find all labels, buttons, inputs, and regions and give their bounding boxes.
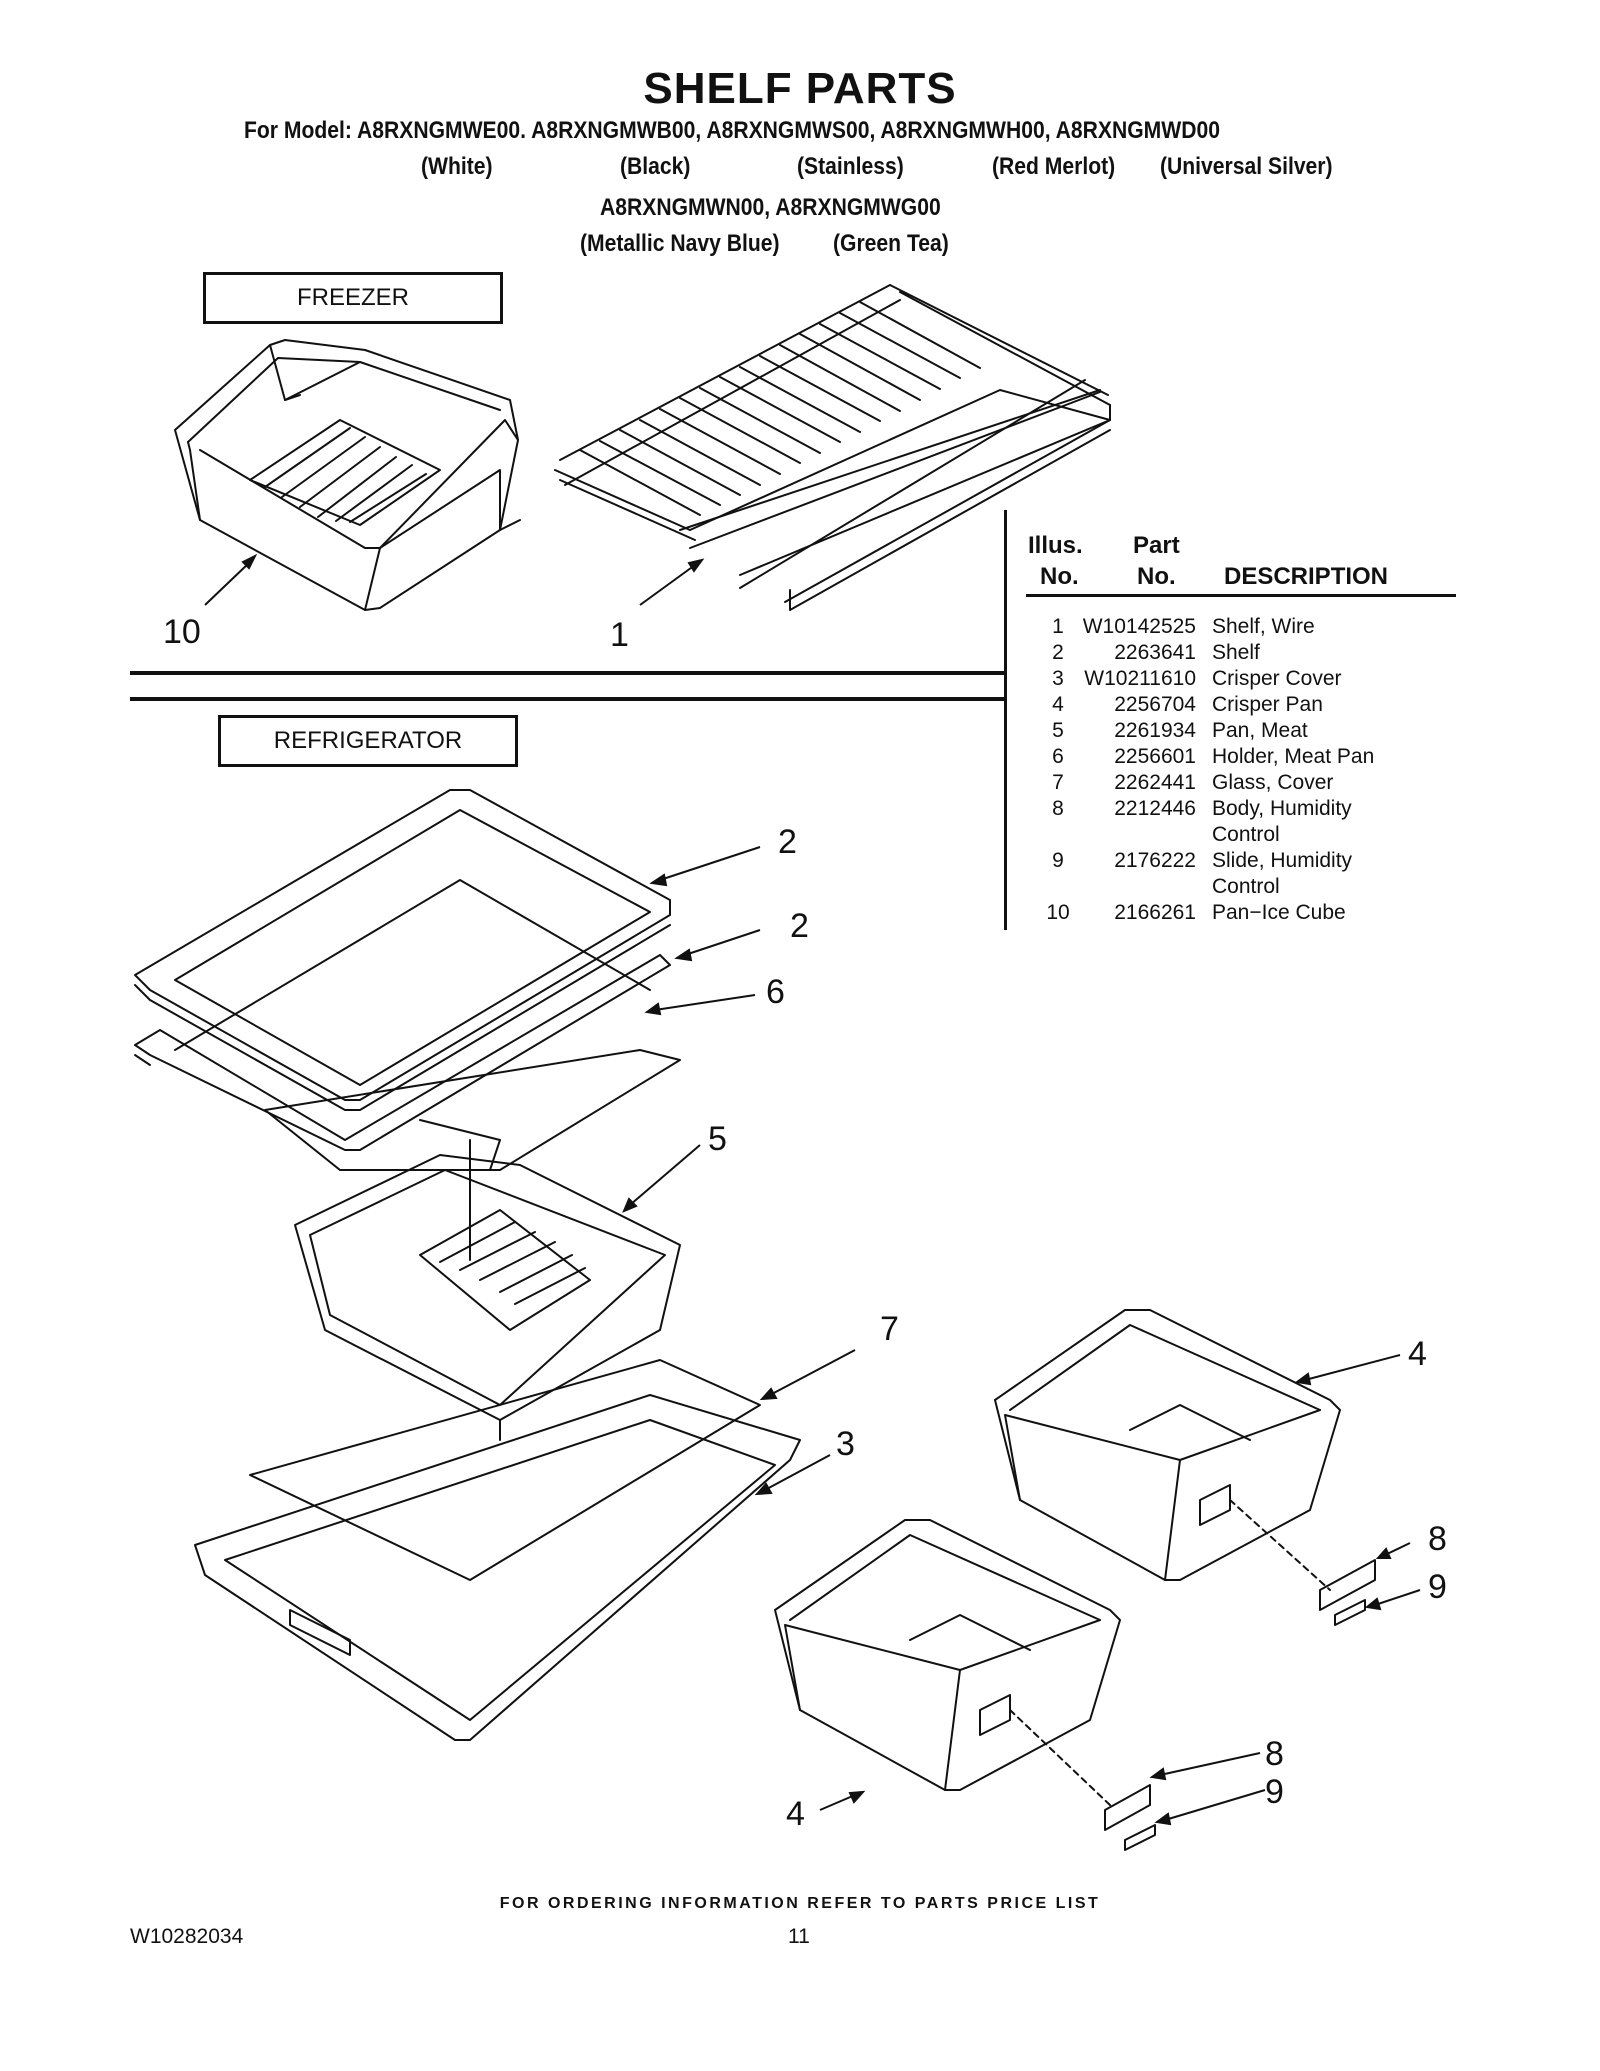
illus-no-cell: 5 [1052, 719, 1064, 742]
callout-7: 7 [880, 1310, 899, 1348]
header-description: DESCRIPTION [1224, 563, 1389, 590]
part-no-cell: 2176222 [1114, 849, 1196, 872]
part-no-cell: 2256704 [1114, 693, 1196, 716]
crisper-pan-left-illustration [774, 1519, 1121, 1791]
humidity-control-right-illustration [1319, 1559, 1376, 1626]
glass-cover-illustration [249, 1359, 761, 1581]
table-row: 6 2256601 Holder, Meat Pan [1040, 744, 1412, 770]
callout-6: 6 [766, 973, 785, 1011]
callout-5: 5 [708, 1120, 727, 1158]
callout-4-left: 4 [786, 1795, 805, 1833]
illus-no-cell: 4 [1052, 693, 1064, 716]
illus-no-cell: 9 [1052, 849, 1064, 872]
callout-2-bottom: 2 [790, 907, 809, 945]
callout-8-left: 8 [1265, 1735, 1284, 1773]
color-metallic-navy-blue: (Metallic Navy Blue) [580, 230, 780, 257]
callout-1: 1 [610, 616, 629, 654]
illus-no-cell: 10 [1046, 901, 1070, 924]
description-cell: Pan, Meat [1212, 719, 1308, 742]
description-cell: Crisper Pan [1212, 693, 1323, 716]
freezer-section-label: FREEZER [203, 272, 503, 324]
part-no-cell: W10211610 [1084, 667, 1196, 690]
callout-4-right: 4 [1408, 1335, 1427, 1373]
color-white: (White) [421, 153, 493, 180]
part-no-cell: 2263641 [1114, 641, 1196, 664]
callout-10: 10 [163, 613, 201, 651]
table-row: 8 2212446 Body, Humidity Control [1040, 796, 1412, 848]
table-row: 7 2262441 Glass, Cover [1040, 770, 1412, 796]
callout-9-left: 9 [1265, 1773, 1284, 1811]
ordering-info-note: FOR ORDERING INFORMATION REFER TO PARTS … [499, 1895, 1101, 1912]
description-cell: Pan−Ice Cube [1212, 901, 1346, 924]
table-row: 2 2263641 Shelf [1040, 640, 1412, 666]
color-black: (Black) [620, 153, 691, 180]
crisper-cover-illustration [194, 1394, 801, 1741]
color-stainless: (Stainless) [797, 153, 904, 180]
part-no-cell: 2256601 [1114, 745, 1196, 768]
header-part-line1: Part [1133, 532, 1180, 559]
model-line-1: For Model: A8RXNGMWE00. A8RXNGMWB00, A8R… [244, 117, 1220, 144]
color-green-tea: (Green Tea) [833, 230, 949, 257]
meat-pan-illustration [294, 1154, 681, 1441]
crisper-pan-right-illustration [994, 1309, 1341, 1581]
page-number: 11 [788, 1925, 810, 1948]
description-cell: Body, Humidity Control [1212, 797, 1352, 846]
callout-3: 3 [836, 1425, 855, 1463]
ice-cube-pan-illustration [174, 339, 521, 611]
parts-table: 1 W10142525 Shelf, Wire 2 2263641 Shelf 3 W1021… [1040, 614, 1412, 926]
header-part-line2: No. [1137, 563, 1176, 590]
table-row: 10 2166261 Pan−Ice Cube [1040, 900, 1412, 926]
page-title: SHELF PARTS [643, 64, 957, 113]
callout-8-right: 8 [1428, 1520, 1447, 1558]
divider-line-bottom [130, 697, 1005, 701]
table-row: 1 W10142525 Shelf, Wire [1040, 614, 1412, 640]
meat-pan-holder-illustration [264, 1049, 681, 1261]
table-row: 4 2256704 Crisper Pan [1040, 692, 1412, 718]
table-row: 9 2176222 Slide, Humidity Control [1040, 848, 1412, 900]
part-no-cell: 2166261 [1114, 901, 1196, 924]
part-no-cell: W10142525 [1082, 615, 1196, 638]
callout-9-right: 9 [1428, 1568, 1447, 1606]
table-row: 3 W10211610 Crisper Cover [1040, 666, 1412, 692]
table-divider-vertical [1004, 510, 1007, 930]
table-header-rule [1026, 594, 1456, 597]
humidity-control-left-illustration [1104, 1784, 1156, 1851]
part-no-cell: 2212446 [1114, 797, 1196, 820]
description-cell: Holder, Meat Pan [1212, 745, 1375, 768]
document-number: W10282034 [130, 1925, 244, 1948]
description-cell: Shelf [1212, 641, 1260, 664]
callout-2-top: 2 [778, 823, 797, 861]
color-universal-silver: (Universal Silver) [1160, 153, 1333, 180]
description-cell: Slide, Humidity Control [1212, 849, 1353, 898]
illus-no-cell: 2 [1052, 641, 1064, 664]
illus-no-cell: 6 [1052, 745, 1064, 768]
color-red-merlot: (Red Merlot) [992, 153, 1116, 180]
model-line-2: A8RXNGMWN00, A8RXNGMWG00 [600, 194, 941, 221]
description-cell: Crisper Cover [1212, 667, 1342, 690]
header-illus-line1: Illus. [1028, 532, 1083, 559]
illus-no-cell: 1 [1052, 615, 1064, 638]
part-no-cell: 2262441 [1114, 771, 1196, 794]
header-illus-line2: No. [1040, 563, 1079, 590]
illus-no-cell: 7 [1052, 771, 1064, 794]
wire-shelf-illustration [554, 284, 1111, 611]
refrigerator-section-label: REFRIGERATOR [218, 715, 518, 767]
illus-no-cell: 8 [1052, 797, 1064, 820]
divider-line-top [130, 671, 1005, 675]
description-cell: Shelf, Wire [1212, 615, 1315, 638]
glass-shelves-illustration [134, 789, 671, 1151]
description-cell: Glass, Cover [1212, 771, 1334, 794]
illus-no-cell: 3 [1052, 667, 1064, 690]
table-row: 5 2261934 Pan, Meat [1040, 718, 1412, 744]
part-no-cell: 2261934 [1114, 719, 1196, 742]
